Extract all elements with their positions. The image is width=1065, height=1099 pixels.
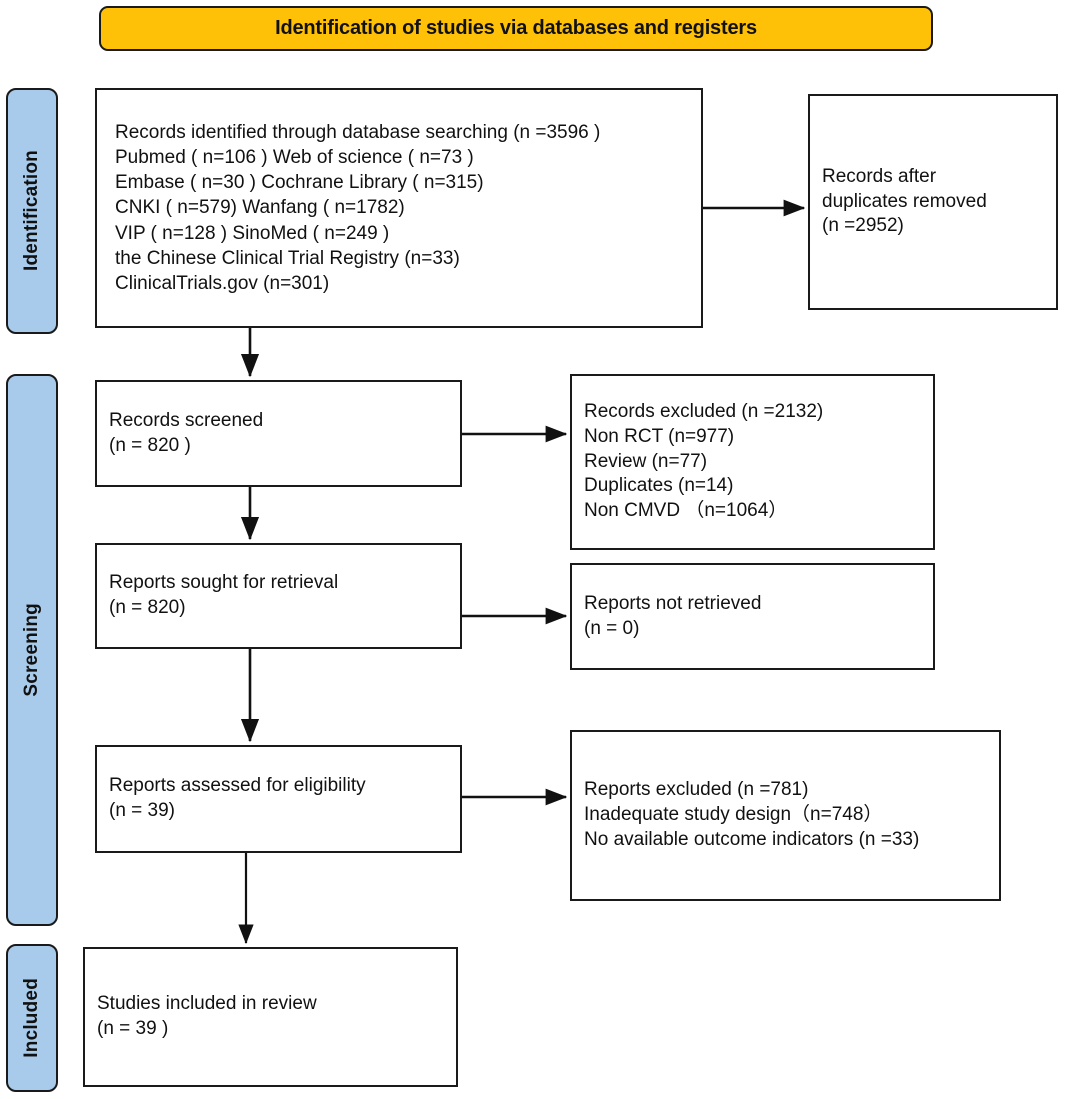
box-line: Records identified through database sear…	[115, 121, 601, 143]
diagram-title: Identification of studies via databases …	[275, 17, 757, 39]
box-line: CNKI ( n=579) Wanfang ( n=1782)	[115, 197, 405, 219]
stage-label-included-text: Included	[21, 978, 42, 1058]
box-records-excluded: Records excluded (n =2132) Non RCT (n=97…	[570, 374, 935, 550]
box-line: (n = 0)	[584, 617, 640, 639]
box-reports-sought-for-retrieval: Reports sought for retrieval (n = 820)	[95, 543, 462, 649]
box-line: Pubmed ( n=106 ) Web of science ( n=73 )	[115, 146, 474, 168]
box-line: Reports sought for retrieval	[109, 572, 339, 594]
box-line: No available outcome indicators (n =33)	[584, 828, 920, 850]
box-line: Non RCT (n=977)	[584, 425, 735, 447]
box-line: Review (n=77)	[584, 450, 708, 472]
box-line: duplicates removed	[822, 190, 987, 212]
box-line: Reports not retrieved	[584, 592, 762, 614]
diagram-title-banner: Identification of studies via databases …	[99, 6, 933, 51]
box-line: (n = 39 )	[97, 1018, 169, 1039]
box-line: Inadequate study design（n=748）	[584, 804, 883, 826]
box-records-identified: Records identified through database sear…	[95, 88, 703, 328]
stage-label-included: Included	[6, 944, 58, 1092]
box-line: (n =2952)	[822, 215, 904, 237]
box-line: Duplicates (n=14)	[584, 475, 734, 497]
box-line: Reports assessed for eligibility	[109, 775, 366, 797]
box-line: Studies included in review	[97, 993, 317, 1015]
box-line: (n = 820 )	[109, 434, 191, 456]
box-line: (n = 39)	[109, 800, 176, 821]
stage-label-screening-text: Screening	[21, 603, 42, 697]
box-line: the Chinese Clinical Trial Registry (n=3…	[115, 247, 460, 269]
stage-label-screening: Screening	[6, 374, 58, 926]
box-line: Records after	[822, 165, 937, 187]
box-records-after-duplicates-removed: Records after duplicates removed (n =295…	[808, 94, 1058, 310]
box-reports-not-retrieved: Reports not retrieved (n = 0)	[570, 563, 935, 670]
box-line: Embase ( n=30 ) Cochrane Library ( n=315…	[115, 172, 484, 194]
box-records-screened: Records screened (n = 820 )	[95, 380, 462, 487]
box-line: Non CMVD （n=1064）	[584, 500, 788, 522]
stage-label-identification: Identification	[6, 88, 58, 334]
box-line: VIP ( n=128 ) SinoMed ( n=249 )	[115, 222, 390, 244]
box-line: (n = 820)	[109, 597, 186, 618]
box-line: ClinicalTrials.gov (n=301)	[115, 273, 330, 295]
box-line: Records excluded (n =2132)	[584, 401, 824, 423]
box-line: Records screened	[109, 409, 264, 431]
box-line: Reports excluded (n =781)	[584, 779, 809, 801]
box-reports-excluded: Reports excluded (n =781) Inadequate stu…	[570, 730, 1001, 901]
box-reports-assessed-for-eligibility: Reports assessed for eligibility (n = 39…	[95, 745, 462, 853]
box-studies-included-in-review: Studies included in review (n = 39 )	[83, 947, 458, 1087]
stage-label-identification-text: Identification	[21, 150, 42, 272]
